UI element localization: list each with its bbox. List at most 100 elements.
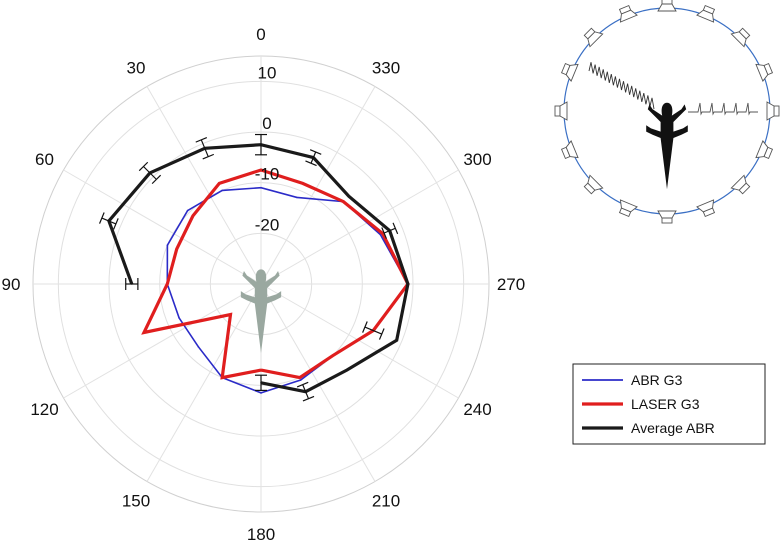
series-0-point-5 [166, 244, 169, 246]
error-bar-4 [305, 149, 322, 167]
error-bar-cap-bottom [151, 174, 162, 185]
error-bar-stem [143, 166, 157, 180]
grid-spoke-300 [260, 169, 459, 285]
error-bar-cap-top [309, 149, 322, 155]
speaker-icon [583, 27, 604, 48]
series-0-point-9 [296, 196, 298, 199]
series-0-point-7 [221, 189, 223, 192]
series-1-point-4 [166, 283, 169, 285]
speaker-icon [583, 174, 604, 195]
speaker-cone [565, 140, 579, 159]
speaker-icon [657, 210, 677, 224]
angle-tick-label: 180 [247, 525, 275, 544]
grid-spoke-330 [260, 86, 376, 285]
series-1-point-11 [381, 232, 384, 235]
speaker-body [773, 105, 780, 117]
radial-tick-label: -10 [255, 165, 280, 184]
angle-tick-label: 300 [463, 150, 491, 169]
speaker-icon [618, 199, 638, 218]
speaker-icon [696, 199, 716, 218]
grid-spoke-240 [260, 283, 459, 399]
speaker-cone [696, 9, 715, 23]
grid-spoke-120 [63, 283, 262, 399]
series-1-point-5 [175, 248, 178, 250]
error-bar-cap-bottom [362, 321, 368, 333]
series-1-point-16 [260, 369, 262, 371]
speaker-icon [560, 140, 579, 160]
series-1-point-1 [221, 376, 223, 379]
gecko-inset-icon [646, 102, 688, 190]
error-bar-5 [255, 133, 267, 156]
speaker-icon [755, 62, 774, 82]
speaker-cone [755, 140, 769, 159]
series-2-point-4 [407, 283, 409, 285]
speaker-cone [755, 63, 769, 82]
series-1-point-14 [331, 354, 334, 357]
error-bar-cap-top [195, 136, 208, 143]
grid-spoke-60 [63, 169, 262, 285]
error-bar-3 [381, 222, 399, 239]
speaker-icon [755, 140, 774, 160]
speaker-cone [587, 174, 604, 191]
radial-tick-label: 0 [262, 114, 271, 133]
legend-label: ABR G3 [631, 372, 683, 388]
error-bar-cap-bottom [305, 160, 317, 167]
series-1-point-15 [299, 376, 301, 379]
series-2-point-2 [346, 369, 348, 371]
sound-wave-spring-icon [588, 62, 655, 110]
error-bar-cap-top [302, 395, 315, 402]
series-1-point-7 [218, 182, 221, 185]
error-bar-2 [362, 321, 385, 340]
series-line-0 [166, 186, 409, 394]
speaker-cone [587, 31, 604, 48]
speaker-icon [766, 101, 780, 121]
gecko-silhouette [240, 269, 282, 354]
error-bar-stem [302, 384, 310, 399]
legend-item: Average ABR [582, 420, 715, 436]
grid-spoke-210 [260, 283, 376, 482]
series-1-point-8 [260, 169, 262, 171]
series-0-point-3 [178, 317, 180, 319]
speaker-cone [565, 63, 579, 82]
angle-tick-label: 30 [127, 59, 146, 78]
angle-tick-label: 240 [463, 400, 491, 419]
error-bar-cap-bottom [381, 227, 387, 239]
error-bar-8 [98, 212, 119, 230]
series-0-point-15 [299, 379, 302, 381]
angle-tick-label: 60 [35, 150, 54, 169]
error-bar-cap-top [138, 161, 149, 172]
error-bar-cap-top [98, 212, 105, 224]
speaker-icon [696, 4, 716, 23]
polar-grid [32, 55, 490, 513]
speaker-cone [657, 3, 677, 12]
speaker-cone [657, 210, 677, 219]
series-0-point-6 [186, 209, 189, 212]
angle-tick-label: 90 [2, 275, 21, 294]
speaker-array-inset [554, 0, 780, 224]
angle-tick-label: 150 [122, 492, 150, 511]
speaker-icon [560, 62, 579, 82]
angle-tick-label: 0 [256, 25, 265, 44]
error-bar-stem [364, 326, 382, 335]
legend-item: LASER G3 [582, 396, 700, 412]
speaker-cone [696, 199, 715, 213]
speaker-icon [657, 0, 677, 12]
series-2-point-6 [348, 195, 350, 197]
angle-tick-label: 120 [30, 400, 58, 419]
error-bar-stem [310, 151, 317, 164]
series-0-point-8 [260, 186, 262, 189]
speaker-body [661, 217, 673, 224]
angle-tick-label: 330 [372, 59, 400, 78]
series-1-point-9 [301, 182, 304, 185]
error-bar-stem [383, 227, 396, 234]
error-bar-stem [200, 139, 209, 157]
error-bar-cap-bottom [296, 381, 309, 388]
radial-tick-label: 10 [258, 63, 277, 82]
speaker-icon [618, 4, 638, 23]
error-bar-9 [125, 278, 139, 290]
series-1-point-2 [229, 313, 232, 316]
error-bar-cap-bottom [202, 153, 215, 160]
error-bar-cap-bottom [113, 218, 119, 230]
